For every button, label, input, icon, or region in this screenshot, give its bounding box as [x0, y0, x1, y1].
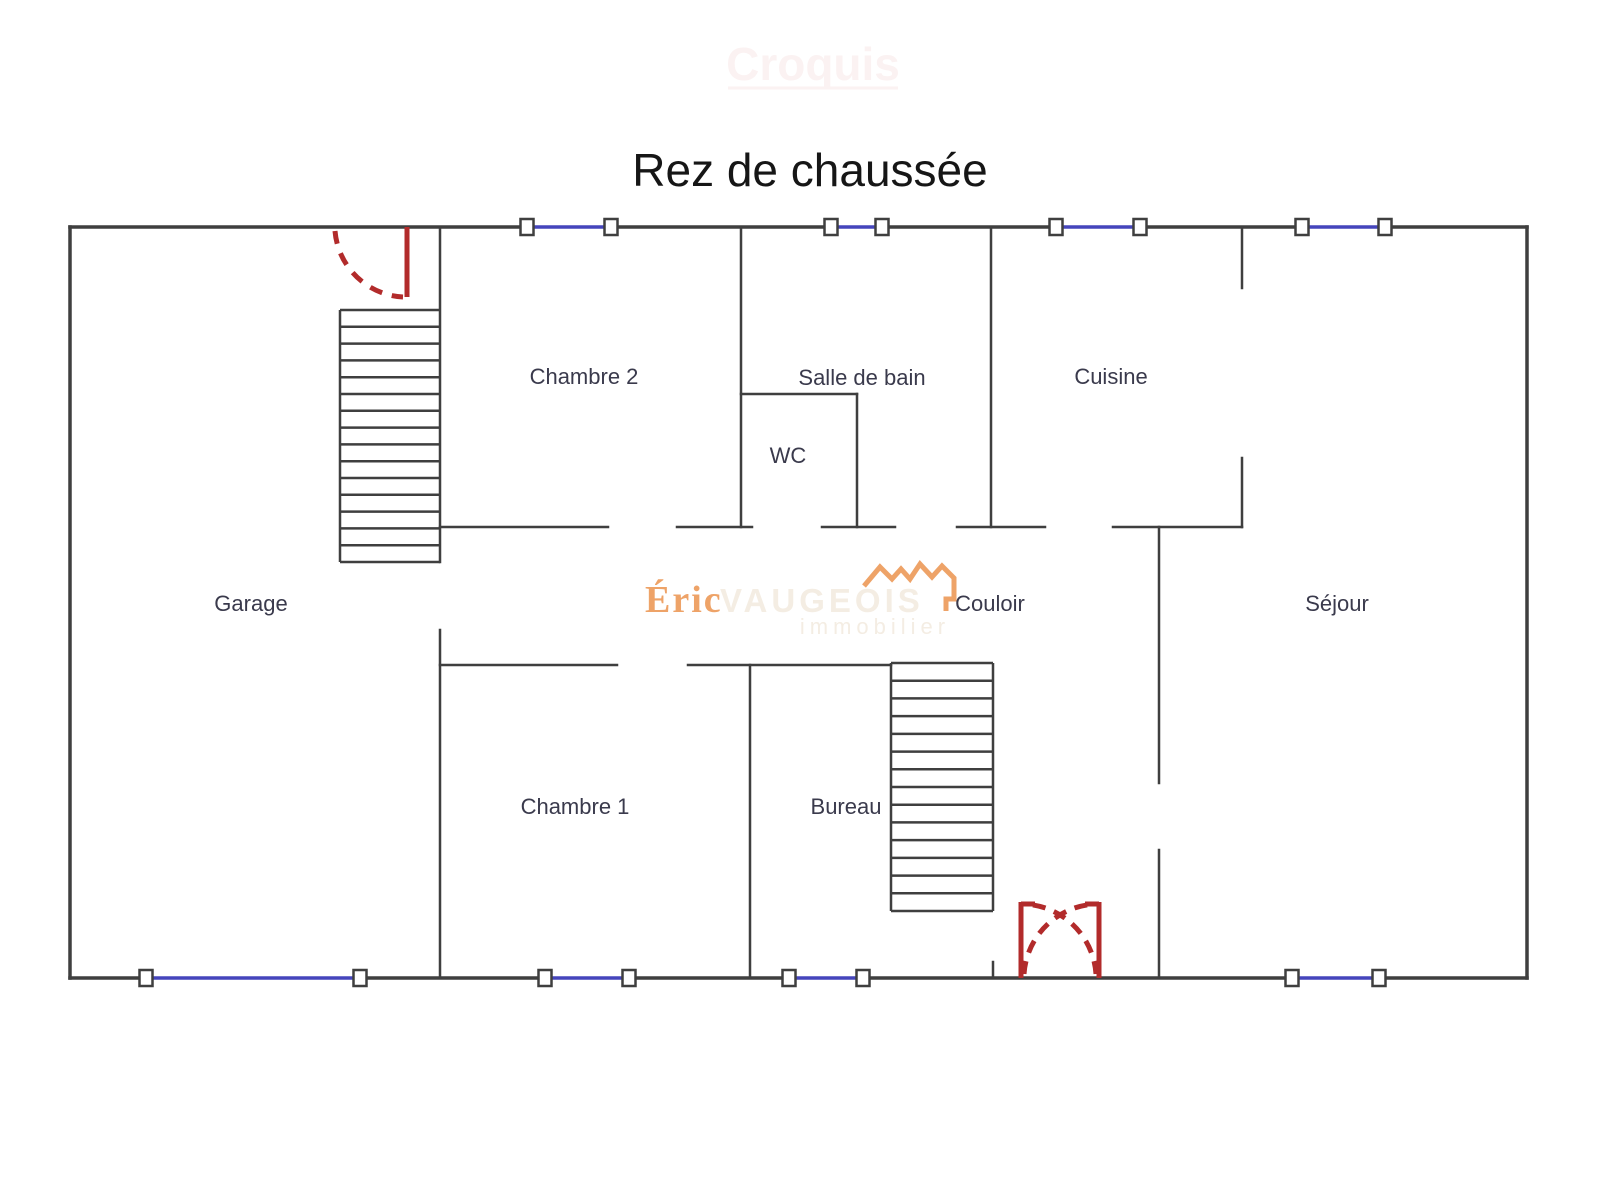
window-end-square	[1377, 217, 1393, 237]
room-label-wc: WC	[770, 443, 807, 468]
door-hall-swing-arc	[332, 230, 404, 300]
windows	[146, 225, 1385, 980]
entrance-door-swing-arc-left	[1021, 901, 1099, 975]
window-end-square	[1048, 217, 1064, 237]
logo-last-name: VAUGEOIS	[720, 582, 924, 619]
outer-walls	[68, 225, 1529, 980]
window-end-square	[781, 968, 797, 988]
window-end-squares	[138, 217, 1393, 988]
window-end-square	[823, 217, 839, 237]
room-label-salle-de-bain: Salle de bain	[798, 365, 925, 390]
window-end-square	[537, 968, 553, 988]
entrance-door-swing-arc-right	[1021, 901, 1099, 975]
window-end-square	[519, 217, 535, 237]
staircase-bureau	[889, 661, 995, 913]
room-label-garage: Garage	[214, 591, 287, 616]
agency-logo: Éric VAUGEOIS immobilier	[645, 559, 957, 639]
room-label-chambre2: Chambre 2	[530, 364, 639, 389]
room-label-cuisine: Cuisine	[1074, 364, 1147, 389]
window-end-square	[1284, 968, 1300, 988]
room-label-chambre1: Chambre 1	[521, 794, 630, 819]
logo-roofline-icon	[862, 559, 957, 611]
logo-tagline: immobilier	[800, 614, 950, 639]
window-end-square	[352, 968, 368, 988]
staircase-upper	[338, 308, 440, 564]
window-end-square	[874, 217, 890, 237]
logo-first-name: Éric	[645, 579, 723, 621]
window-end-square	[1294, 217, 1310, 237]
window-end-square	[1132, 217, 1148, 237]
window-end-square	[138, 968, 154, 988]
room-label-sejour: Séjour	[1305, 591, 1369, 616]
doors	[332, 227, 1102, 978]
croquis-watermark: Croquis	[726, 38, 900, 90]
room-labels: Chambre 2 Salle de bain WC Cuisine Garag…	[214, 364, 1368, 819]
page-title: Rez de chaussée	[632, 144, 987, 196]
window-end-square	[603, 217, 619, 237]
window-end-square	[1371, 968, 1387, 988]
window-end-square	[621, 968, 637, 988]
window-end-square	[855, 968, 871, 988]
room-label-couloir: Couloir	[955, 591, 1025, 616]
room-label-bureau: Bureau	[811, 794, 882, 819]
